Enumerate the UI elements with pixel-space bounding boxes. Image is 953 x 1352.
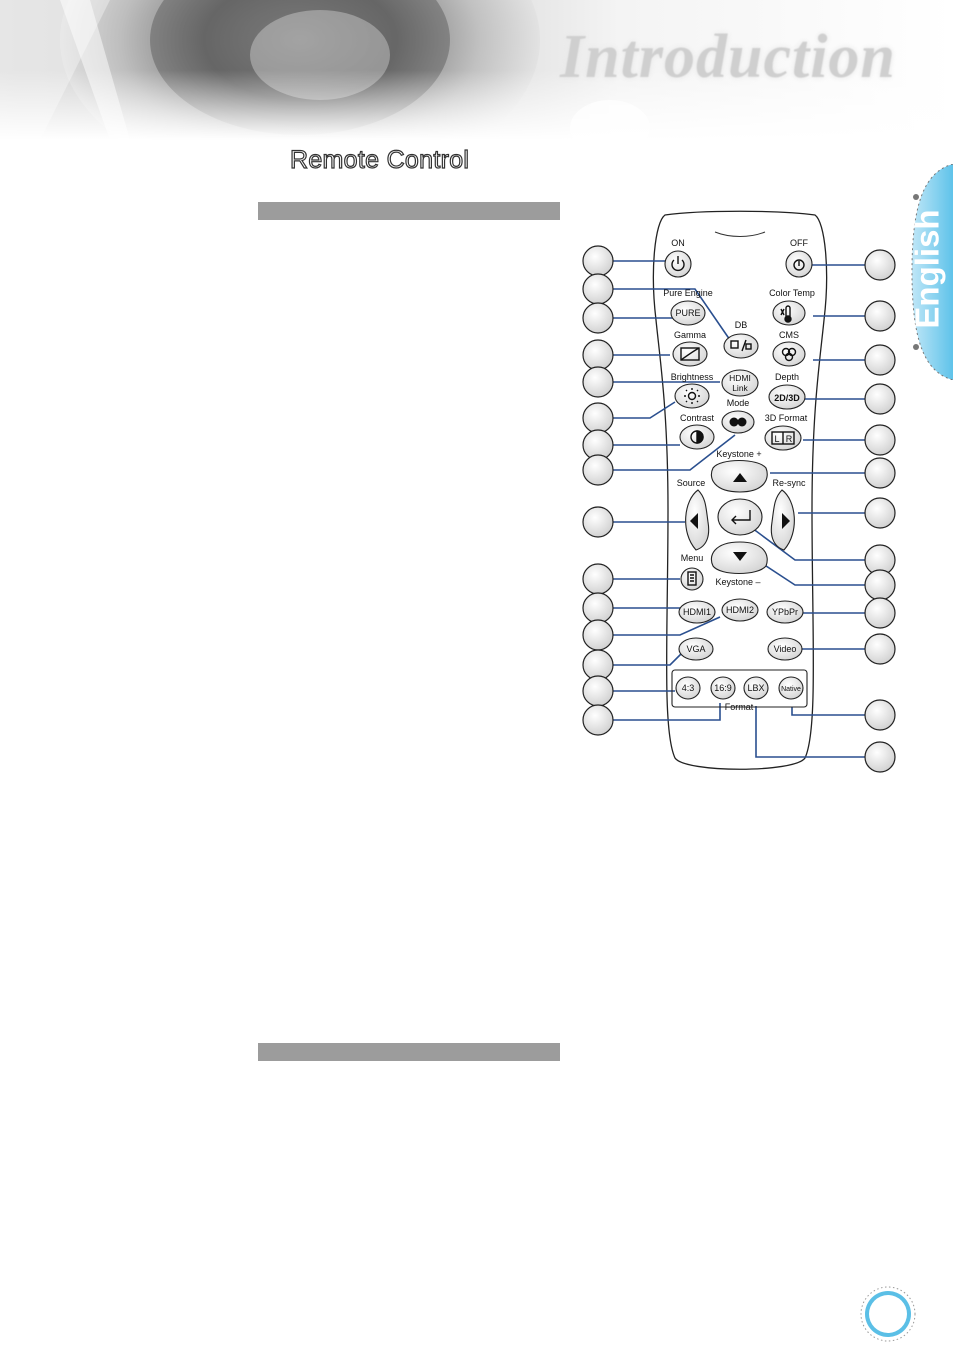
callout-marker [583, 367, 613, 397]
callout-marker [865, 700, 895, 730]
aspect-16-9-label: 16:9 [714, 683, 732, 693]
callout-marker [865, 498, 895, 528]
contrast-label: Contrast [680, 413, 715, 423]
menu-label: Menu [681, 553, 704, 563]
callout-marker [865, 458, 895, 488]
callout-marker [865, 634, 895, 664]
callout-marker [583, 676, 613, 706]
hdmi-link-label-1: HDMI [729, 373, 751, 383]
native-label: Native [781, 686, 801, 693]
hdmi-link-label-2: Link [732, 383, 748, 393]
source-label: Source [677, 478, 706, 488]
on-label: ON [671, 238, 685, 248]
callout-marker [583, 593, 613, 623]
callout-marker [865, 301, 895, 331]
db-label: DB [735, 320, 748, 330]
color-temp-label: Color Temp [769, 288, 815, 298]
enter-button [718, 499, 762, 535]
callout-marker [865, 570, 895, 600]
aspect-4-3-label: 4:3 [682, 683, 695, 693]
bottom-rule [258, 1043, 560, 1061]
callout-marker [583, 274, 613, 304]
callout-marker [865, 345, 895, 375]
section-title: Remote Control [290, 146, 469, 175]
cms-label: CMS [779, 330, 799, 340]
callout-marker [865, 384, 895, 414]
vga-button-label: VGA [686, 644, 705, 654]
hdmi2-button-label: HDMI2 [726, 605, 754, 615]
keystone-minus-label: Keystone – [715, 577, 760, 587]
callout-marker [865, 425, 895, 455]
ypbpr-button-label: YPbPr [772, 607, 798, 617]
callout-marker [583, 564, 613, 594]
language-label: English [903, 214, 953, 324]
chapter-title: Introduction [560, 22, 896, 93]
callout-marker [583, 507, 613, 537]
hdmi1-button-label: HDMI1 [683, 607, 711, 617]
depth-button-label: 2D/3D [774, 393, 800, 403]
gamma-label: Gamma [674, 330, 706, 340]
db-button [724, 334, 758, 358]
callout-marker [865, 250, 895, 280]
brightness-label: Brightness [671, 372, 714, 382]
mode-label: Mode [727, 398, 750, 408]
callout-marker [583, 620, 613, 650]
pure-button-label: PURE [675, 308, 700, 318]
page-number-badge [858, 1284, 918, 1344]
brightness-button [675, 384, 709, 408]
keystone-plus-label: Keystone + [716, 449, 761, 459]
callout-marker [583, 705, 613, 735]
lbx-label: LBX [747, 683, 764, 693]
callout-marker [583, 246, 613, 276]
remote-control-diagram: ON OFF Pure Engine Color Temp DB Gamma C… [580, 210, 900, 780]
top-rule [258, 202, 560, 220]
3d-format-l: L [774, 434, 779, 444]
callout-marker [865, 742, 895, 772]
3d-format-r: R [786, 434, 793, 444]
header-banner: Introduction [0, 0, 953, 140]
callout-marker [865, 598, 895, 628]
callout-marker [583, 340, 613, 370]
callout-marker [583, 403, 613, 433]
resync-label: Re-sync [772, 478, 806, 488]
3d-format-label: 3D Format [765, 413, 808, 423]
callout-marker [583, 303, 613, 333]
menu-button [681, 568, 703, 590]
off-label: OFF [790, 238, 808, 248]
video-button-label: Video [774, 644, 797, 654]
callout-marker [583, 455, 613, 485]
depth-label: Depth [775, 372, 799, 382]
pure-engine-label: Pure Engine [663, 288, 713, 298]
